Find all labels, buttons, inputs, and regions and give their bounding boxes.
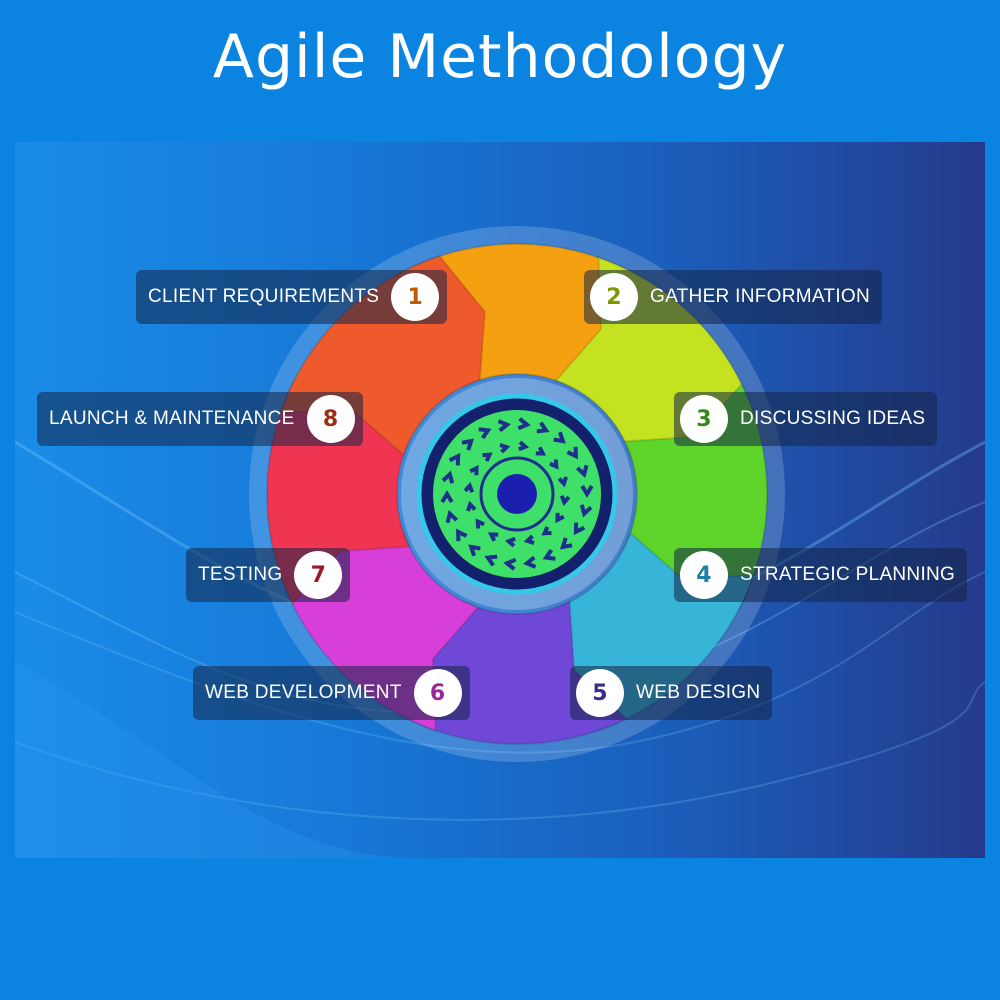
step-label-7: TESTING 7 [186, 548, 351, 602]
step-5-number: 5 [576, 669, 624, 717]
hub-chevron [575, 464, 589, 479]
hub-chevron [523, 534, 535, 545]
hub-chevron [536, 421, 550, 434]
step-8-text: LAUNCH & MAINTENANCE [49, 408, 295, 429]
step-3-number: 3 [680, 395, 728, 443]
step-4-text: STRATEGIC PLANNING [740, 564, 956, 585]
hub-chevron [487, 532, 499, 542]
step-label-2: 2 GATHER INFORMATION [584, 270, 883, 324]
hub-chevron [461, 438, 475, 451]
step-7-text: TESTING [198, 564, 283, 585]
step-2-text: GATHER INFORMATION [650, 286, 871, 307]
hub-chevron [440, 490, 454, 504]
step-label-5: 5 WEB DESIGN [570, 666, 773, 720]
step-label-8: LAUNCH & MAINTENANCE 8 [37, 392, 363, 446]
hub-chevron [504, 536, 516, 548]
step-5-text: WEB DESIGN [636, 682, 761, 703]
hub-chevron [497, 419, 511, 433]
step-label-1: CLIENT REQUIREMENTS 1 [136, 270, 448, 324]
hub-chevron [469, 464, 479, 476]
hub-chevron [441, 470, 455, 484]
hub-chevron [456, 528, 468, 542]
hub-chevron [542, 548, 556, 561]
hub-chevron [448, 452, 461, 466]
hub-chevron [559, 537, 573, 550]
hub-chevron [482, 452, 493, 462]
hub-chevron [523, 555, 537, 569]
hub-chevron [580, 484, 594, 498]
step-4-number: 4 [680, 551, 728, 599]
step-6-number: 6 [413, 669, 462, 717]
step-8-number: 8 [306, 395, 355, 443]
hub-chevron [478, 427, 492, 440]
hub-chevron [573, 522, 586, 536]
page-title: Agile Methodology [212, 22, 788, 92]
hub-chevron [466, 500, 477, 512]
step-2-number: 2 [590, 273, 638, 321]
step-label-3: 3 DISCUSSING IDEAS [674, 392, 938, 446]
hub-chevron [468, 544, 481, 557]
hub-chevron [475, 518, 485, 529]
step-6-text: WEB DEVELOPMENT [205, 682, 402, 703]
hub-chevron [499, 443, 511, 454]
hub-chevron [555, 512, 565, 524]
hub-chevron [549, 459, 559, 470]
step-3-text: DISCUSSING IDEAS [740, 408, 926, 429]
agile-cycle-wheel [249, 226, 785, 762]
diagram-panel: CLIENT REQUIREMENTS 1 2 GATHER INFORMATI… [15, 142, 985, 858]
hub-chevron [553, 431, 566, 444]
hub-chevron [566, 446, 578, 460]
hub-chevron [559, 495, 571, 507]
hub-chevron [517, 417, 531, 431]
step-1-text: CLIENT REQUIREMENTS [148, 286, 380, 307]
hub-chevron [445, 509, 459, 524]
hub-chevron [579, 504, 593, 518]
step-label-4: 4 STRATEGIC PLANNING [674, 548, 968, 602]
hub-center-dot [497, 474, 537, 514]
hub-chevron [541, 526, 552, 536]
step-7-number: 7 [294, 551, 343, 599]
hub-chevron [463, 481, 475, 493]
hub-chevron [484, 554, 498, 567]
hub-chevron [503, 557, 517, 571]
step-1-number: 1 [391, 273, 440, 321]
hub-chevron [535, 446, 547, 456]
hub-chevron [557, 476, 568, 488]
hub-chevron [518, 440, 530, 452]
step-label-6: WEB DEVELOPMENT 6 [193, 666, 470, 720]
